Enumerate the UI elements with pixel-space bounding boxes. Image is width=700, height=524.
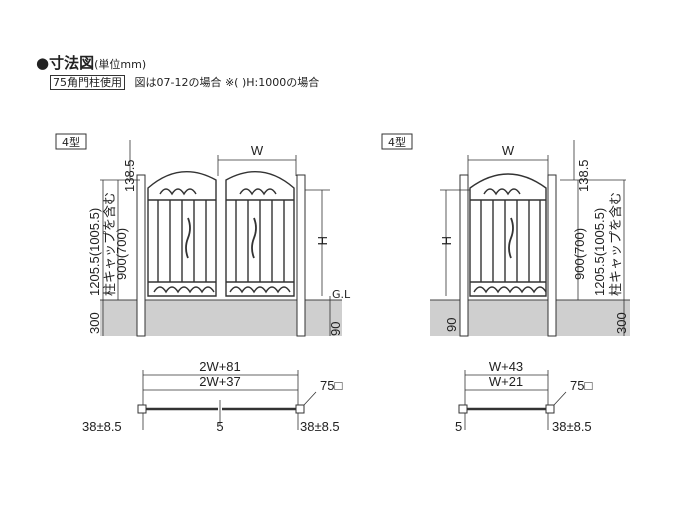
right-plan-outer: W+43 (489, 359, 523, 374)
right-offset-right: 38±8.5 (552, 419, 592, 434)
right-gate-leaf (469, 173, 547, 297)
title-text: 寸法図 (49, 54, 95, 72)
left-clearance-dim: 90 (328, 322, 343, 336)
right-post-right (547, 174, 557, 337)
right-h-label: H (439, 236, 454, 245)
left-cap-note: 柱キャップを含む (102, 192, 117, 296)
right-post-left (459, 174, 469, 337)
left-plan-outer: 2W+81 (199, 359, 241, 374)
left-inner-dim: 900(700) (114, 228, 129, 280)
right-type-label: 4型 (388, 135, 406, 149)
left-gap-center: 5 (216, 419, 223, 434)
unit-label: (単位mm) (94, 58, 147, 71)
right-total-dim: 1205.5(1005.5) (592, 208, 607, 296)
drawing-note-row: 75角門柱使用 図は07-12の場合 ※( )H:1000の場合 (50, 74, 319, 90)
left-plan: 2W+81 2W+37 75□ 5 38±8.5 38±8.5 (82, 359, 342, 434)
left-total-dim: 1205.5(1005.5) (87, 208, 102, 296)
right-top-dim: 138.5 (576, 159, 591, 192)
title-bullet: ● (36, 54, 50, 72)
left-elevation: W H 90 G.L 138.5 1205.5(1005.5) 柱キャップを含む… (55, 133, 351, 337)
left-offset-left: 38±8.5 (82, 419, 122, 434)
left-type-label: 4型 (62, 135, 80, 149)
right-w-label: W (502, 143, 515, 158)
left-gate-leaves (147, 171, 295, 297)
right-plan-inner: W+21 (489, 374, 523, 389)
left-offset-right: 38±8.5 (300, 419, 340, 434)
right-embed-dim: 300 (614, 312, 629, 334)
post-tag: 75角門柱使用 (50, 75, 125, 90)
left-top-dim: 138.5 (122, 159, 137, 192)
left-embed-dim: 300 (87, 312, 102, 334)
left-plan-inner: 2W+37 (199, 374, 241, 389)
drawing-title: ●寸法図(単位mm) (36, 52, 146, 73)
right-elevation: W H 90 138.5 900(700) 1205.5(1005.5) 柱キャ… (381, 133, 630, 337)
left-gl-label: G.L (332, 288, 351, 301)
left-w-label: W (251, 143, 264, 158)
right-post-size: 75□ (570, 378, 592, 393)
right-gap-left: 5 (455, 419, 462, 434)
right-clearance-dim: 90 (444, 318, 459, 332)
left-post-right (296, 174, 306, 337)
left-post-size: 75□ (320, 378, 342, 393)
right-plan: W+43 W+21 75□ 5 38±8.5 (455, 359, 592, 434)
figure-note: 図は07-12の場合 ※( )H:1000の場合 (134, 76, 320, 89)
left-ground (100, 300, 342, 336)
left-post-left (136, 174, 146, 337)
left-h-label: H (315, 236, 330, 245)
right-cap-note: 柱キャップを含む (608, 192, 623, 296)
right-inner-dim: 900(700) (572, 228, 587, 280)
